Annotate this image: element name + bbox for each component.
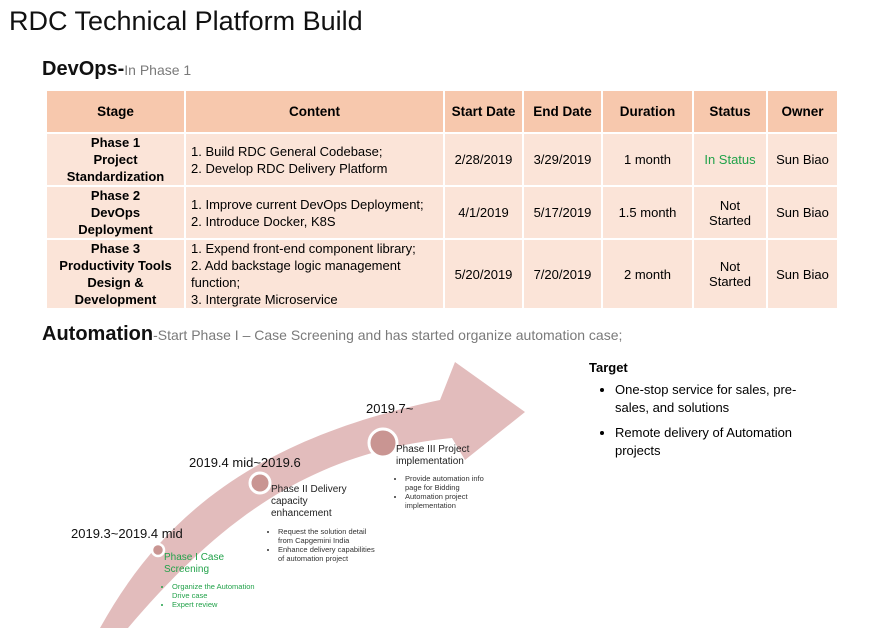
table-row: Phase 1 Project Standardization 1. Build…	[45, 132, 839, 187]
devops-section-title: DevOps-In Phase 1	[42, 56, 191, 83]
stage-line: Design &	[87, 275, 144, 290]
milestone-title-line: capacity	[271, 496, 308, 507]
status-cell: Not Started	[692, 185, 768, 240]
milestone-date-3: 2019.7~	[366, 401, 414, 416]
automation-subtitle: -Start Phase I – Case Screening and has …	[153, 327, 623, 343]
milestone-bullets-3: Provide automation info page for Bidding…	[397, 474, 495, 510]
milestone-bullet: Expert review	[172, 600, 272, 609]
automation-title-text: Automation	[42, 323, 154, 345]
column-header-content: Content	[184, 89, 445, 134]
target-item: One-stop service for sales, pre-sales, a…	[615, 381, 819, 417]
automation-section-title: Automation-Start Phase I – Case Screenin…	[42, 321, 622, 348]
milestone-bullet: Automation project implementation	[405, 492, 495, 510]
milestone-title-line: Phase II Delivery	[271, 484, 347, 495]
milestone-bullet: Organize the Automation Drive case	[172, 582, 272, 600]
end-date-cell: 7/20/2019	[522, 238, 603, 310]
column-header-start-date: Start Date	[443, 89, 524, 134]
milestone-bullets-1: Organize the Automation Drive case Exper…	[164, 582, 272, 609]
milestone-bullet: Enhance delivery capabilities of automat…	[278, 545, 378, 563]
duration-cell: 2 month	[601, 238, 694, 310]
page-title: RDC Technical Platform Build	[9, 6, 363, 36]
stage-line: Development	[74, 292, 157, 307]
owner-cell: Sun Biao	[766, 185, 839, 240]
owner-cell: Sun Biao	[766, 238, 839, 310]
milestone-title-3: Phase III Project implementation	[396, 444, 469, 468]
stage-line: Phase 3	[90, 241, 141, 256]
start-date-cell: 5/20/2019	[443, 238, 524, 310]
milestone-title-line: Phase I Case	[164, 552, 225, 563]
content-line: 3. Intergrate Microservice	[191, 292, 338, 307]
milestone-title-2: Phase II Delivery capacity enhancement	[271, 484, 347, 520]
end-date-cell: 5/17/2019	[522, 185, 603, 240]
milestone-title-line: enhancement	[271, 508, 332, 519]
curved-arrow-shape	[100, 362, 525, 628]
milestone-bullet: Request the solution detail from Capgemi…	[278, 527, 378, 545]
milestone-title-line: implementation	[396, 456, 464, 467]
milestone-title-line: Screening	[164, 564, 210, 575]
content-cell: 1. Improve current DevOps Deployment; 2.…	[184, 185, 445, 240]
column-header-owner: Owner	[766, 89, 839, 134]
content-line: 2. Develop RDC Delivery Platform	[191, 160, 388, 176]
stage-line: Phase 2	[90, 188, 141, 203]
stage-cell: Phase 3 Productivity Tools Design & Deve…	[45, 238, 186, 310]
target-item: Remote delivery of Automation projects	[615, 424, 819, 460]
stage-cell: Phase 2 DevOps Deployment	[45, 185, 186, 240]
table-row: Phase 3 Productivity Tools Design & Deve…	[45, 238, 839, 310]
milestone-bullet: Provide automation info page for Bidding	[405, 474, 495, 492]
milestone-marker-3	[367, 427, 399, 459]
status-cell: Not Started	[692, 238, 768, 310]
stage-line: Standardization	[66, 169, 165, 184]
milestone-bullets-2: Request the solution detail from Capgemi…	[270, 527, 378, 563]
content-cell: 1. Build RDC General Codebase; 2. Develo…	[184, 132, 445, 187]
devops-title-text: DevOps-	[42, 58, 125, 80]
devops-subtitle: In Phase 1	[124, 62, 192, 78]
target-box: Target One-stop service for sales, pre-s…	[589, 360, 819, 467]
content-line: 1. Improve current DevOps Deployment;	[191, 196, 424, 212]
milestone-title-line: Phase III Project	[396, 444, 470, 455]
column-header-duration: Duration	[601, 89, 694, 134]
milestone-date-2: 2019.4 mid~2019.6	[189, 455, 301, 470]
stage-line: DevOps	[90, 205, 141, 220]
start-date-cell: 4/1/2019	[443, 185, 524, 240]
column-header-end-date: End Date	[522, 89, 603, 134]
content-line: 1. Expend front-end component library;	[191, 241, 416, 256]
content-line: 2. Add backstage logic management functi…	[191, 258, 401, 290]
column-header-status: Status	[692, 89, 768, 134]
content-line: 2. Introduce Docker, K8S	[191, 213, 336, 229]
duration-cell: 1 month	[601, 132, 694, 187]
column-header-stage: Stage	[45, 89, 186, 134]
devops-table: Stage Content Start Date End Date Durati…	[45, 89, 839, 310]
table-row: Phase 2 DevOps Deployment 1. Improve cur…	[45, 185, 839, 240]
status-cell: In Status	[692, 132, 768, 187]
duration-cell: 1.5 month	[601, 185, 694, 240]
roadmap-arrow-graphic	[100, 362, 525, 628]
milestone-marker-1	[150, 542, 166, 558]
milestone-marker-2	[248, 471, 272, 495]
milestone-date-1: 2019.3~2019.4 mid	[71, 526, 183, 541]
stage-cell: Phase 1 Project Standardization	[45, 132, 186, 187]
end-date-cell: 3/29/2019	[522, 132, 603, 187]
content-cell: 1. Expend front-end component library; 2…	[184, 238, 445, 310]
stage-line: Productivity Tools	[59, 258, 172, 273]
table-header-row: Stage Content Start Date End Date Durati…	[45, 89, 839, 134]
content-line: 1. Build RDC General Codebase;	[191, 143, 383, 159]
owner-cell: Sun Biao	[766, 132, 839, 187]
start-date-cell: 2/28/2019	[443, 132, 524, 187]
target-heading: Target	[589, 360, 628, 375]
milestone-title-1: Phase I Case Screening	[164, 552, 224, 576]
stage-line: Project	[93, 152, 138, 167]
stage-line: Deployment	[78, 222, 153, 237]
target-list: One-stop service for sales, pre-sales, a…	[589, 381, 819, 460]
stage-line: Phase 1	[90, 135, 141, 150]
